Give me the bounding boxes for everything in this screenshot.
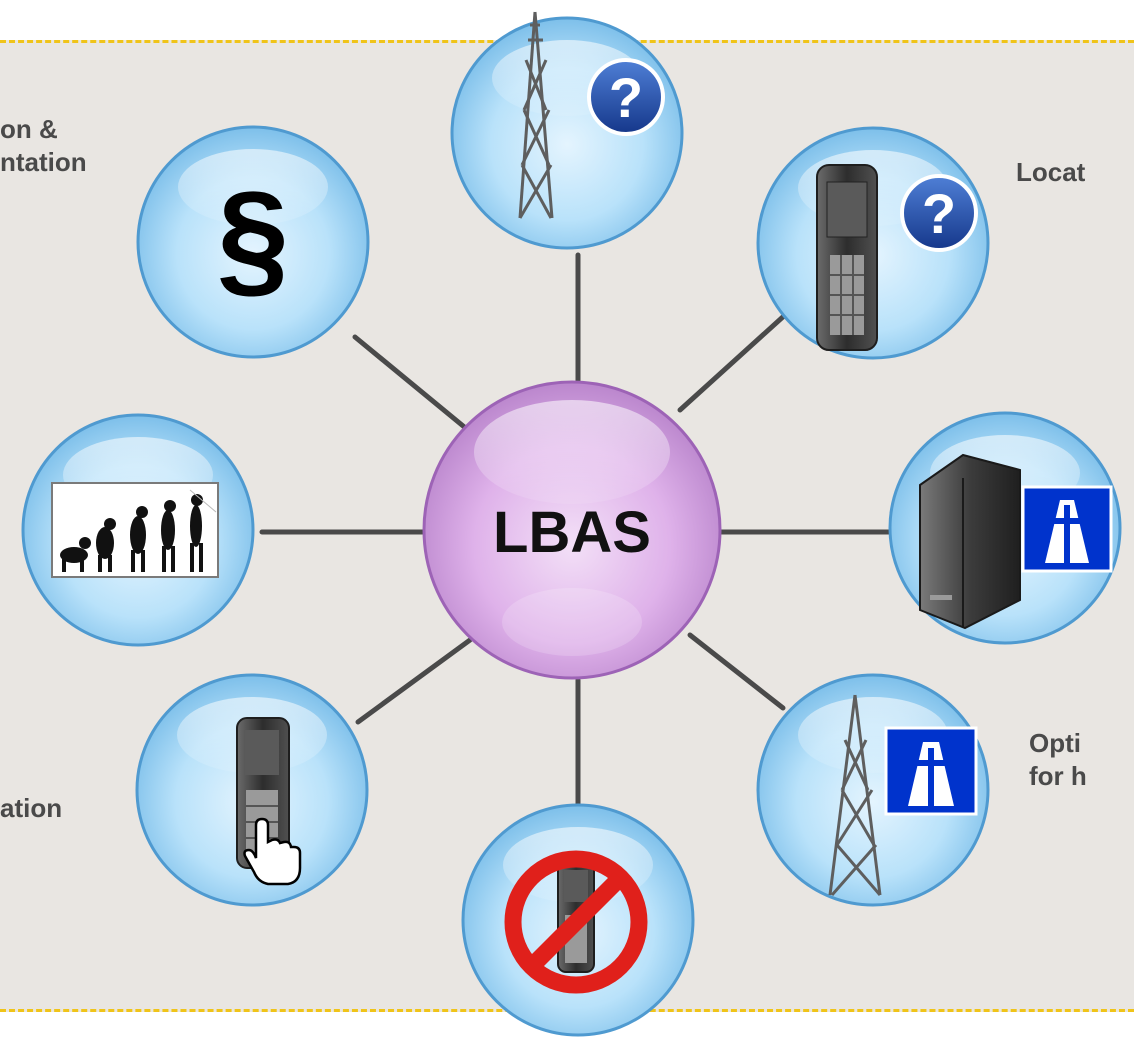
no-mobile-phone-icon: [504, 850, 648, 994]
cell-tower-icon: [518, 11, 554, 219]
center-node: LBAS: [422, 380, 722, 680]
node-tower-motorway: [756, 673, 990, 907]
node-tower-question: ?: [450, 11, 684, 250]
node-no-phone: [461, 803, 695, 1037]
question-badge-icon: ?: [587, 58, 665, 136]
motorway-sign-icon: [884, 726, 978, 816]
node-phone-hand: [135, 673, 369, 907]
center-label: LBAS: [493, 500, 651, 565]
evolution-image-icon: [51, 482, 219, 578]
question-mark: ?: [609, 66, 643, 129]
connector-top-left: [352, 334, 471, 433]
label-bottom-left: ation: [0, 793, 63, 823]
connector-lines: [259, 252, 893, 811]
cell-tower-icon: [828, 694, 882, 896]
label-bottom-right: Opti for h: [1029, 728, 1087, 791]
connector-bottom-left: [355, 637, 473, 725]
motorway-sign-icon: [1021, 485, 1113, 573]
connector-bottom-right: [687, 632, 786, 711]
question-badge-icon: ?: [900, 174, 978, 252]
node-evolution: [21, 413, 255, 647]
question-mark: ?: [922, 182, 956, 245]
node-server-motorway: [888, 411, 1122, 645]
node-section-law: §: [136, 125, 370, 359]
label-top-left: on & ntation: [0, 114, 87, 177]
hand-pointer-icon: [243, 817, 302, 886]
node-phone-question: ?: [756, 126, 990, 360]
mobile-phone-icon: [816, 164, 878, 351]
section-sign-icon: §: [217, 164, 289, 310]
server-icon: [919, 453, 1021, 630]
label-top-right: Locat: [1016, 157, 1086, 187]
connector-top-right: [677, 312, 788, 413]
